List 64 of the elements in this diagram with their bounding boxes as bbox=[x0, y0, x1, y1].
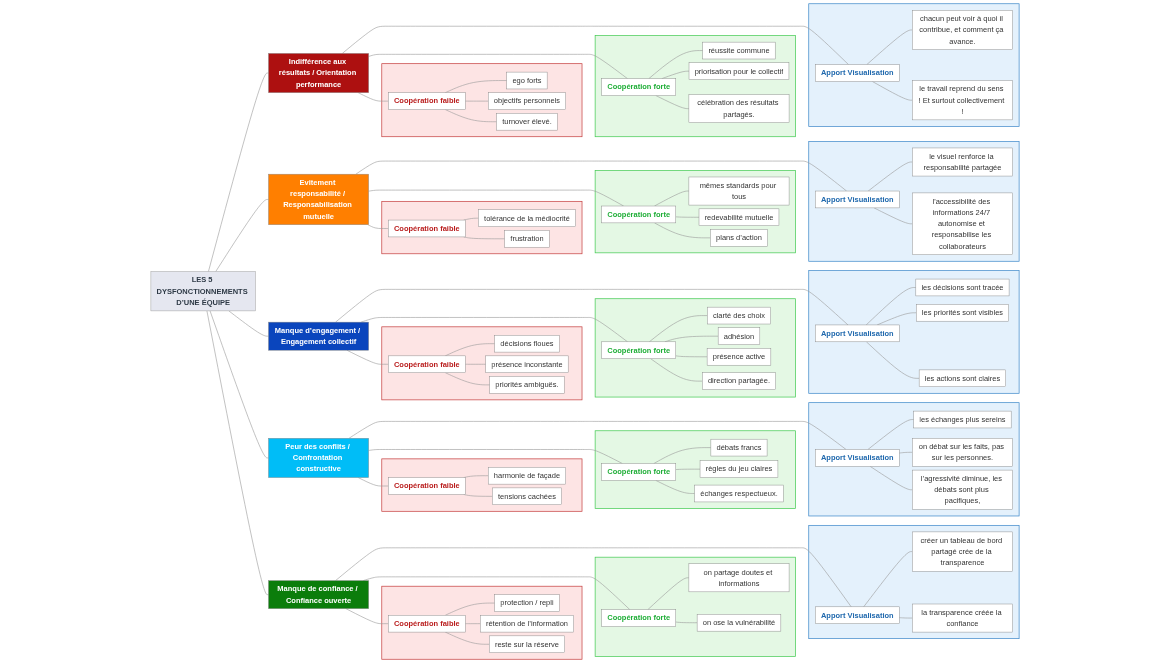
connector bbox=[898, 452, 913, 454]
cluster bbox=[594, 298, 796, 398]
connector bbox=[655, 480, 695, 494]
connector bbox=[357, 477, 389, 487]
connector bbox=[872, 81, 913, 101]
connector bbox=[208, 72, 269, 272]
connector bbox=[444, 372, 490, 386]
cluster bbox=[808, 3, 1020, 127]
connector bbox=[675, 621, 698, 624]
connector bbox=[345, 608, 389, 624]
cluster bbox=[808, 141, 1020, 262]
connector bbox=[367, 224, 389, 229]
connector bbox=[654, 222, 711, 239]
connector bbox=[228, 310, 269, 337]
cluster bbox=[594, 556, 796, 657]
connector bbox=[655, 95, 690, 109]
connector bbox=[465, 363, 487, 365]
connector bbox=[465, 100, 489, 102]
connector bbox=[215, 199, 269, 272]
connector bbox=[648, 50, 704, 79]
connector bbox=[654, 190, 690, 207]
cluster bbox=[381, 585, 583, 660]
cluster bbox=[381, 458, 583, 512]
connector bbox=[463, 217, 479, 221]
connector bbox=[348, 421, 847, 450]
connector bbox=[649, 315, 708, 343]
connector bbox=[463, 494, 493, 497]
connector bbox=[866, 341, 920, 379]
connector bbox=[675, 355, 708, 358]
connector bbox=[898, 617, 913, 619]
connector bbox=[368, 449, 623, 464]
cluster bbox=[808, 270, 1020, 394]
connector bbox=[866, 29, 913, 65]
cluster bbox=[381, 201, 583, 255]
cluster bbox=[594, 170, 796, 254]
connector bbox=[675, 468, 701, 470]
cluster bbox=[594, 430, 796, 509]
connector bbox=[873, 207, 913, 225]
connector bbox=[675, 216, 700, 218]
connector bbox=[335, 547, 852, 608]
connector bbox=[650, 358, 703, 382]
cluster bbox=[381, 63, 583, 138]
connector bbox=[463, 236, 505, 240]
connector bbox=[465, 623, 481, 624]
connector bbox=[463, 475, 489, 478]
connector bbox=[865, 287, 917, 326]
connector bbox=[209, 310, 269, 459]
cluster bbox=[808, 525, 1020, 639]
connector bbox=[355, 160, 847, 192]
connector bbox=[653, 447, 712, 464]
cluster bbox=[808, 402, 1020, 517]
connector bbox=[863, 551, 913, 608]
connector bbox=[444, 602, 495, 616]
cluster bbox=[381, 326, 583, 401]
connector bbox=[357, 92, 389, 102]
connector bbox=[342, 25, 849, 65]
connector bbox=[867, 419, 915, 450]
connector bbox=[206, 310, 269, 595]
connector bbox=[368, 54, 628, 79]
cluster bbox=[594, 35, 796, 138]
connector bbox=[867, 161, 913, 192]
connector bbox=[368, 189, 624, 207]
connector bbox=[869, 466, 913, 491]
connector bbox=[647, 577, 690, 610]
